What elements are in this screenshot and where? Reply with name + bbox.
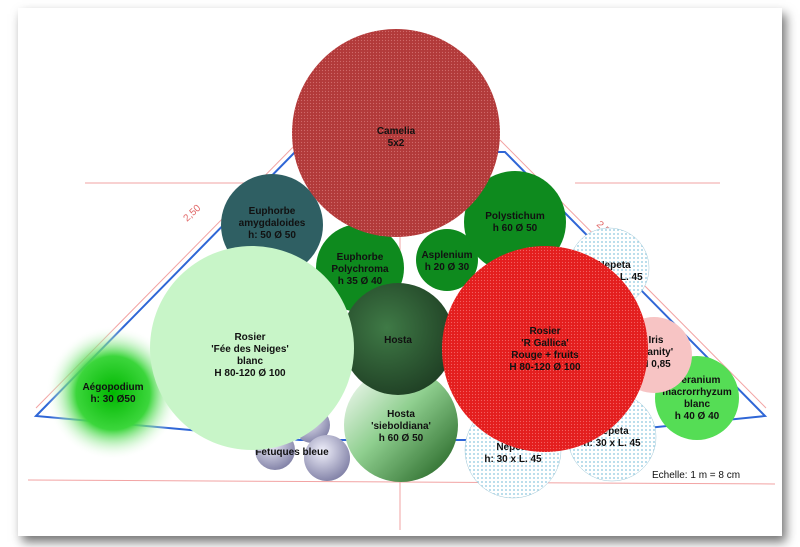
- plant-hosta-sieboldiana: Hosta'sieboldiana'h 60 Ø 50: [344, 368, 458, 482]
- svg-text:Fétuques bleue: Fétuques bleue: [255, 447, 329, 458]
- svg-text:Hosta: Hosta: [384, 335, 412, 346]
- svg-text:Iris'Vanity'H 0,85: Iris'Vanity'H 0,85: [639, 335, 673, 370]
- plant-hosta: Hosta: [342, 283, 454, 395]
- dimension-left-label: 2,50: [182, 203, 204, 225]
- svg-text:Hosta'sieboldiana'h 60 Ø 50: Hosta'sieboldiana'h 60 Ø 50: [371, 409, 431, 444]
- guide-line: [27, 479, 776, 485]
- scale-note: Echelle: 1 m = 8 cm: [652, 470, 740, 481]
